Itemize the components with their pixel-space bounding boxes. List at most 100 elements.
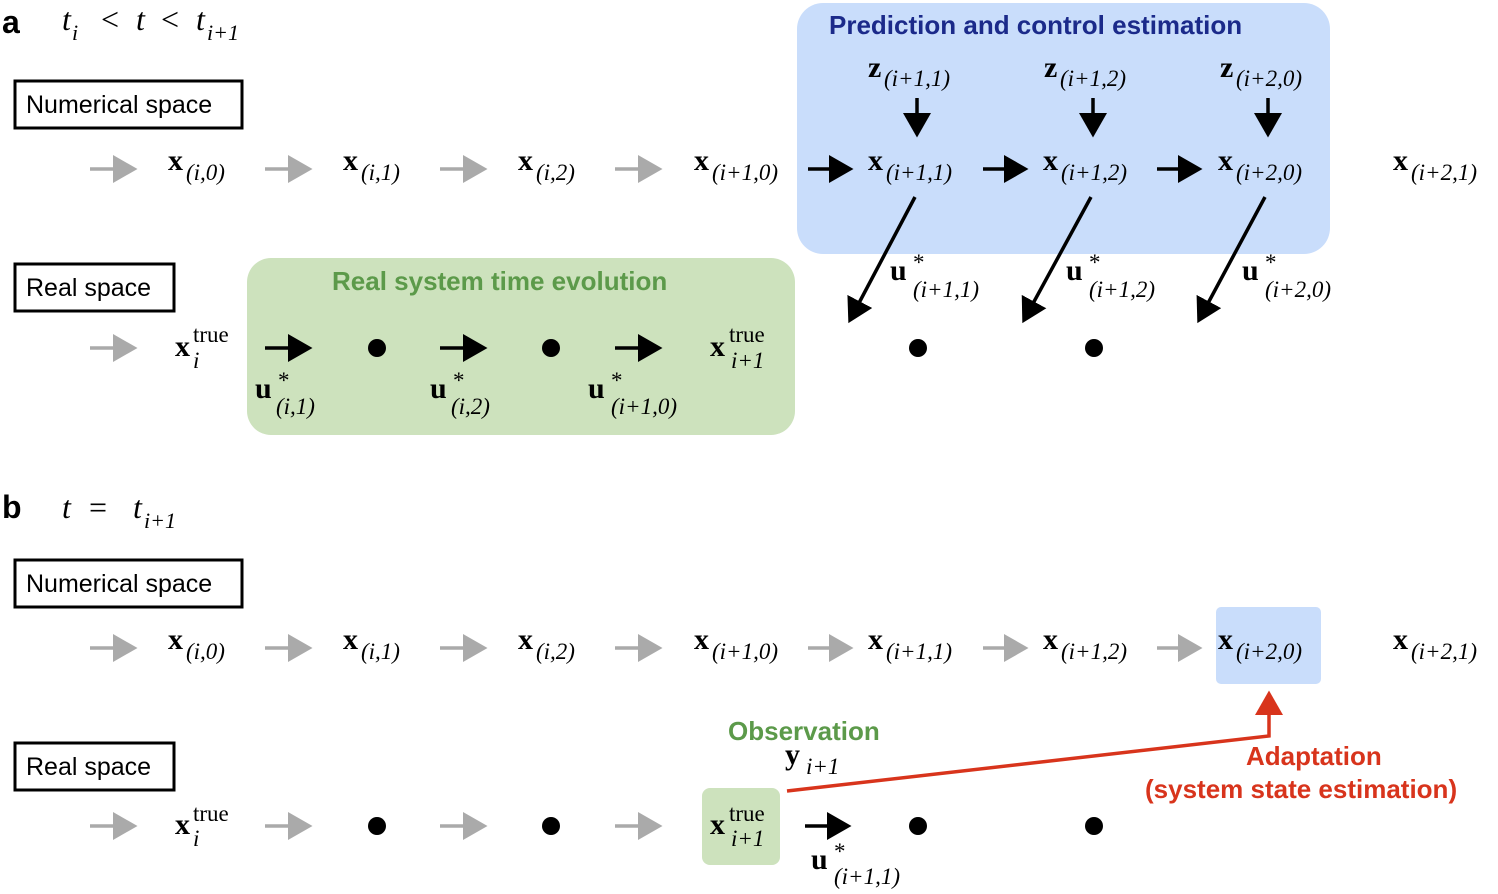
svg-text:(i+2,1): (i+2,1) [1411,639,1477,664]
real-state-dot-a-0 [368,339,386,357]
numerical-space-label-b: Numerical space [26,570,212,598]
state-a-4: x(i+1,1) [868,144,952,185]
state-a-7: x(i+2,1) [1393,144,1477,185]
numerical-space-box-a [13,79,244,130]
svg-text:true: true [193,801,229,826]
svg-text:t: t [133,489,143,525]
svg-text:(i+2,0): (i+2,0) [1265,277,1331,302]
svg-text:x: x [868,623,883,656]
svg-text:x: x [694,623,709,656]
svg-text:x: x [1043,144,1058,177]
svg-text:u: u [1066,254,1083,287]
svg-text:x: x [1218,623,1233,656]
panel-a-time-condition: t i < t < t i+1 [62,1,239,45]
svg-text:(i,0): (i,0) [186,160,225,185]
obs-z-1: z(i+1,2) [1044,51,1126,91]
panel-b-letter: b [2,489,22,525]
real-state-dot-a-2 [909,339,927,357]
state-a-1: x(i,1) [343,144,400,185]
svg-text:*: * [611,368,623,393]
svg-text:x: x [343,623,358,656]
adaptation-label: Adaptation [1246,741,1382,771]
svg-text:(i,1): (i,1) [276,394,315,419]
state-b-3: x(i+1,0) [694,623,778,664]
svg-text:x: x [518,144,533,177]
real-space-box-a [13,262,176,313]
svg-text:z: z [868,51,881,84]
svg-text:x: x [1043,623,1058,656]
svg-text:(i+2,0): (i+2,0) [1236,639,1302,664]
svg-text:u: u [890,254,907,287]
svg-text:(i,2): (i,2) [536,160,575,185]
svg-text:<: < [101,1,119,37]
svg-text:(i,0): (i,0) [186,639,225,664]
svg-text:i+1: i+1 [806,754,839,779]
svg-text:*: * [1089,250,1101,275]
real-evolution-box [247,258,795,435]
svg-text:true: true [729,801,765,826]
svg-text:(i+1,1): (i+1,1) [886,160,952,185]
adaptation-sublabel: (system state estimation) [1145,774,1457,804]
observation-title: Observation [728,716,880,746]
control-real-0: u*(i,1) [255,368,315,419]
svg-text:<: < [161,1,179,37]
svg-text:(i,1): (i,1) [361,639,400,664]
svg-text:t: t [62,1,72,37]
control-pred-1: u*(i+1,2) [1066,250,1155,302]
svg-text:x: x [710,330,725,363]
numerical-space-box-b [13,558,244,609]
svg-text:i+1: i+1 [207,20,239,45]
svg-text:(i,1): (i,1) [361,160,400,185]
panel-b-time-condition: t = t i+1 [62,489,176,533]
svg-text:(i,2): (i,2) [451,394,490,419]
svg-text:x: x [175,330,190,363]
real-state-dot-b-3 [1085,817,1103,835]
svg-text:i+1: i+1 [731,348,764,373]
real-state-dot-a-1 [542,339,560,357]
svg-text:i+1: i+1 [144,508,176,533]
estimated-state-highlight [1216,607,1321,684]
svg-text:x: x [1218,144,1233,177]
svg-text:x: x [168,144,183,177]
svg-text:t: t [136,1,146,37]
svg-text:i: i [193,826,199,851]
svg-text:(i+1,1): (i+1,1) [913,277,979,302]
prediction-box [797,3,1330,254]
svg-text:i+1: i+1 [731,826,764,851]
svg-text:(i+2,0): (i+2,0) [1236,66,1302,91]
state-a-3: x(i+1,0) [694,144,778,185]
adaptation-arrow [786,690,1283,793]
control-b: u*(i+1,1) [811,839,900,889]
svg-text:t: t [62,489,72,525]
svg-text:u: u [430,372,447,405]
control-real-2: u*(i+1,0) [588,368,677,419]
svg-text:*: * [453,368,465,393]
numerical-space-label-a: Numerical space [26,91,212,119]
svg-text:*: * [913,250,925,275]
state-b-1: x(i,1) [343,623,400,664]
svg-text:(i+1,2): (i+1,2) [1089,277,1155,302]
obs-z-0: z(i+1,1) [868,51,950,91]
svg-text:y: y [785,738,800,771]
svg-text:x: x [1393,144,1408,177]
arrow-u-pred-0 [847,196,917,324]
svg-text:(i+1,0): (i+1,0) [611,394,677,419]
svg-text:x: x [710,808,725,841]
observed-state-highlight [702,788,780,865]
svg-text:u: u [1242,254,1259,287]
svg-text:u: u [255,372,272,405]
svg-text:t: t [196,1,206,37]
state-a-6: x(i+2,0) [1218,144,1302,185]
control-real-1: u*(i,2) [430,368,490,419]
svg-text:(i+1,2): (i+1,2) [1061,160,1127,185]
svg-text:(i+1,0): (i+1,0) [712,160,778,185]
svg-text:(i,2): (i,2) [536,639,575,664]
state-b-7: x(i+2,1) [1393,623,1477,664]
svg-text:u: u [811,843,828,876]
svg-text:i: i [193,348,199,373]
real-space-label-b: Real space [26,753,151,781]
